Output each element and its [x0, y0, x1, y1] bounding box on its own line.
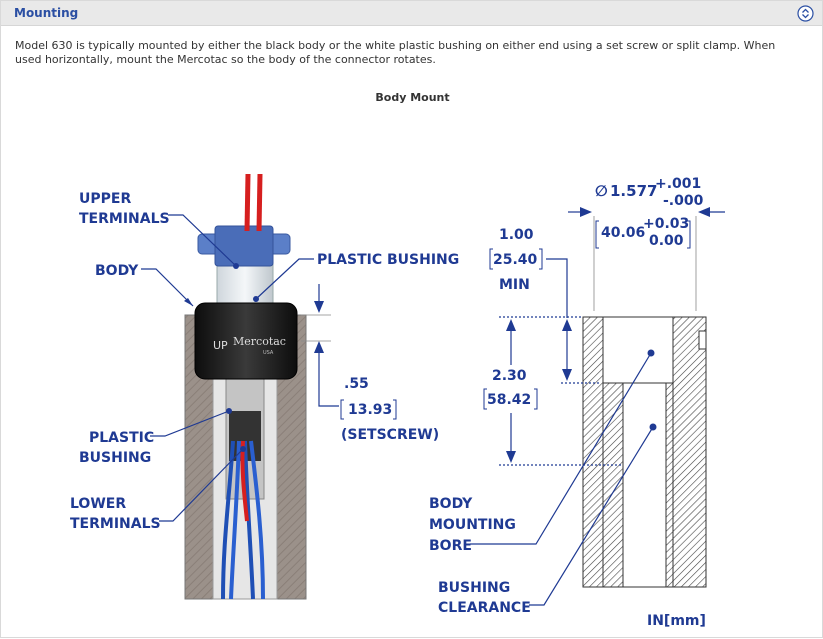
label-bore-3: BORE: [429, 538, 472, 554]
min-depth-mm: 25.40: [493, 252, 538, 268]
label-plastic-bushing-top: PLASTIC BUSHING: [317, 252, 459, 268]
black-body: [194, 302, 298, 380]
setscrew-note: (SETSCREW): [341, 427, 439, 443]
panel-title: Mounting: [14, 6, 79, 20]
bore-depth-in: 2.30: [492, 368, 527, 384]
diameter-mm-tol-plus: +0.03: [643, 216, 689, 232]
logo-mark: UP: [213, 339, 228, 352]
min-depth-in: 1.00: [499, 227, 534, 243]
label-upper-terminals-2: TERMINALS: [79, 211, 170, 227]
connector-illustration: UP Mercotac USA: [184, 173, 307, 600]
panel-header[interactable]: Mounting: [1, 1, 822, 26]
label-upper-terminals-1: UPPER: [79, 191, 131, 207]
label-clearance-1: BUSHING: [438, 580, 510, 596]
units-label: IN[mm]: [647, 613, 706, 629]
diameter-in: 1.577: [610, 182, 657, 200]
left-callouts: [141, 214, 314, 522]
description-text: Model 630 is typically mounted by either…: [15, 39, 776, 66]
label-lower-terminals-2: TERMINALS: [70, 516, 161, 532]
label-clearance-2: CLEARANCE: [438, 600, 531, 616]
label-plastic-bushing-2: BUSHING: [79, 450, 151, 466]
bore-cross-section: [582, 316, 707, 588]
diameter-mm: 40.06: [601, 225, 645, 241]
logo-sub: USA: [263, 350, 274, 356]
upper-terminal-block: [214, 225, 274, 267]
label-bore-1: BODY: [429, 496, 473, 512]
diameter-in-tol-plus: +.001: [655, 176, 701, 192]
setscrew-mm: 13.93: [348, 402, 392, 418]
min-depth-note: MIN: [499, 277, 530, 293]
left-callout-dots: [184, 263, 259, 452]
figure-title: Body Mount: [375, 91, 450, 104]
right-dimensions: [499, 207, 725, 466]
label-plastic-bushing-1: PLASTIC: [89, 430, 154, 446]
diameter-symbol: ∅: [595, 182, 608, 200]
logo-text: Mercotac: [233, 335, 286, 348]
bore-depth-mm: 58.42: [487, 392, 531, 408]
diameter-in-tol-minus: -.000: [663, 193, 704, 209]
setscrew-dimension: [301, 284, 339, 407]
label-lower-terminals-1: LOWER: [70, 496, 126, 512]
setscrew-in: .55: [344, 376, 369, 392]
collapse-icon[interactable]: [797, 5, 814, 22]
label-body: BODY: [95, 263, 139, 279]
diameter-mm-tol-minus: 0.00: [649, 233, 684, 249]
right-callouts: [470, 352, 654, 606]
label-bore-2: MOUNTING: [429, 517, 516, 533]
